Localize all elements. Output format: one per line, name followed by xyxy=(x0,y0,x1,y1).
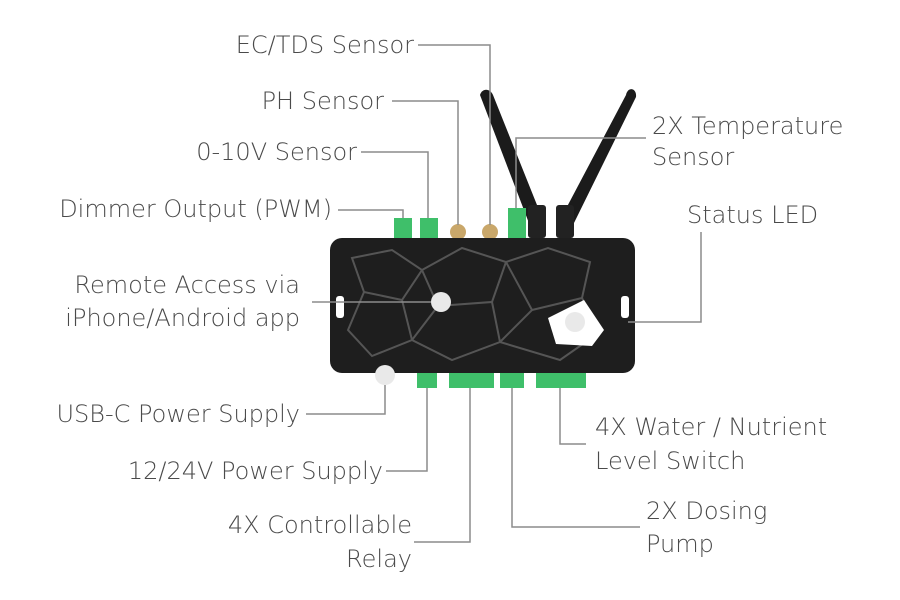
leader-level-switch xyxy=(559,388,586,445)
usb-c-marker xyxy=(375,365,395,385)
antenna-left xyxy=(480,89,545,231)
feature-markers xyxy=(375,292,585,385)
leader-lines xyxy=(306,44,702,543)
temperature-terminal xyxy=(508,208,526,238)
power-12-24-terminal xyxy=(417,372,437,388)
leader-dimmer xyxy=(338,209,404,218)
label-remote-access-line1: Remote Access via xyxy=(74,271,300,299)
label-dosing-line2: Pump xyxy=(646,530,714,558)
label-remote-access-line2: iPhone/Android app xyxy=(65,304,300,332)
leader-zero-ten xyxy=(361,151,429,218)
top-connectors xyxy=(394,208,526,240)
remote-access-marker xyxy=(431,292,451,312)
label-12-24v-power-supply: 12/24V Power Supply xyxy=(127,457,383,485)
label-zero-ten-sensor: 0-10V Sensor xyxy=(196,138,357,166)
bottom-connectors xyxy=(417,372,586,388)
label-ph-sensor: PH Sensor xyxy=(261,87,384,115)
label-water-level-line2: Level Switch xyxy=(595,447,746,475)
level-switch-terminal xyxy=(536,372,586,388)
label-dosing-line1: 2X Dosing xyxy=(646,497,768,525)
label-relay-line2: Relay xyxy=(346,545,412,573)
label-usb-c-power-supply: USB-C Power Supply xyxy=(56,400,300,428)
status-led-marker xyxy=(565,312,585,332)
dosing-terminal xyxy=(500,372,524,388)
label-ec-tds-sensor: EC/TDS Sensor xyxy=(235,31,414,59)
ph-connector xyxy=(450,224,466,240)
leader-dosing xyxy=(511,388,640,528)
label-dimmer-output: Dimmer Output (PWM) xyxy=(59,195,332,223)
ec-connector xyxy=(482,224,498,240)
antennas xyxy=(480,89,637,238)
antenna-right xyxy=(560,89,637,225)
label-temperature-line2: Sensor xyxy=(652,143,735,171)
leader-power-12-24 xyxy=(386,388,428,472)
antenna-base-right xyxy=(556,205,574,238)
label-status-led: Status LED xyxy=(687,201,819,229)
label-temperature-line1: 2X Temperature xyxy=(652,112,844,140)
leader-ph xyxy=(392,100,459,225)
device-body xyxy=(330,238,635,373)
leader-ec-tds xyxy=(418,44,491,225)
leader-relay xyxy=(414,388,471,543)
leader-status-led xyxy=(628,232,702,323)
leader-usb-c xyxy=(306,385,386,415)
antenna-base-left xyxy=(528,205,546,238)
dimmer-terminal xyxy=(394,218,412,238)
leader-temperature xyxy=(515,137,646,208)
label-water-level-line1: 4X Water / Nutrient xyxy=(595,413,828,441)
zero-ten-terminal xyxy=(420,218,438,238)
label-relay-line1: 4X Controllable xyxy=(227,511,412,539)
relay-terminal xyxy=(449,372,494,388)
